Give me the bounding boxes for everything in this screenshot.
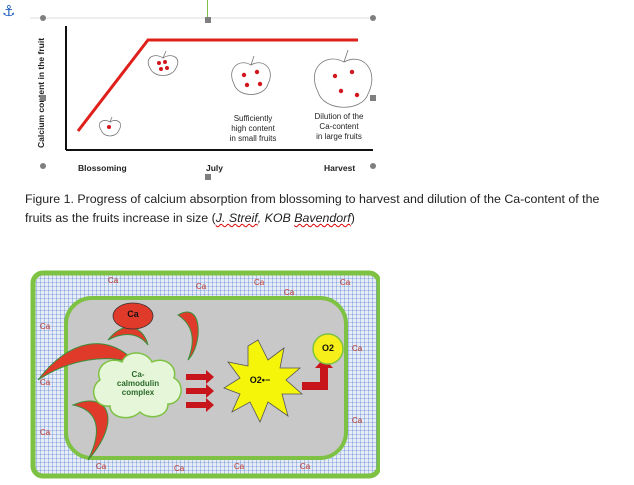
resize-handle-top-right[interactable] xyxy=(370,15,376,21)
medium-apple-icon xyxy=(232,56,271,95)
arrows-to-superoxide xyxy=(186,370,214,412)
ca-label: Ca xyxy=(118,310,148,319)
x-tick-july: July xyxy=(206,163,223,173)
resize-handle-left[interactable] xyxy=(40,95,46,101)
large-apple-icon xyxy=(314,50,372,107)
wall-ca-mark: Ca xyxy=(108,276,118,285)
wall-ca-mark: Ca xyxy=(352,416,362,425)
wall-ca-mark: Ca xyxy=(284,288,294,297)
wall-ca-mark: Ca xyxy=(340,278,350,287)
wall-ca-mark: Ca xyxy=(300,462,310,471)
wall-ca-mark: Ca xyxy=(96,462,106,471)
wall-ca-mark: Ca xyxy=(254,278,264,287)
chart-svg xyxy=(30,8,380,180)
resize-handle-bottom-left[interactable] xyxy=(40,163,46,169)
oxygen-label: O2 xyxy=(318,344,338,353)
wall-ca-mark: Ca xyxy=(40,322,50,331)
cell-svg xyxy=(28,270,380,480)
cell-diagram[interactable]: Ca Ca- calmodulin complex O2•− O2 Ca Ca … xyxy=(28,270,380,480)
wall-ca-mark: Ca xyxy=(196,282,206,291)
x-tick-harvest: Harvest xyxy=(324,163,355,173)
resize-handle-right[interactable] xyxy=(370,95,376,101)
wall-ca-mark: Ca xyxy=(234,462,244,471)
july-apple-icon xyxy=(148,51,178,76)
calcium-chart[interactable]: Calcium content in the fruit Blossoming … xyxy=(30,8,380,180)
caption-place: Bavendorf xyxy=(294,211,350,225)
resize-handle-top-left[interactable] xyxy=(40,15,46,21)
caption-sep: , KOB xyxy=(258,211,295,225)
x-tick-blossoming: Blossoming xyxy=(78,163,127,173)
wall-ca-mark: Ca xyxy=(40,428,50,437)
resize-handle-top[interactable] xyxy=(205,17,211,23)
resize-handle-bottom[interactable] xyxy=(205,174,211,180)
rotate-handle-stem xyxy=(207,0,208,17)
figure-caption: Figure 1. Progress of calcium absorption… xyxy=(25,190,625,228)
annotation-sufficient-content: Sufficiently high content in small fruit… xyxy=(218,114,288,144)
y-axis-label: Calcium content in the fruit xyxy=(36,18,50,148)
calmodulin-complex-label: Ca- calmodulin complex xyxy=(100,370,176,397)
annotation-dilution: Dilution of the Ca-content in large frui… xyxy=(302,112,376,142)
wall-ca-mark: Ca xyxy=(352,344,362,353)
caption-end: ) xyxy=(351,211,355,225)
anchor-icon: ⚓ xyxy=(2,2,15,20)
small-apple-icon xyxy=(99,117,120,136)
superoxide-label: O2•− xyxy=(248,376,272,385)
caption-author: J. Streif xyxy=(216,211,258,225)
wall-ca-mark: Ca xyxy=(40,378,50,387)
resize-handle-bottom-right[interactable] xyxy=(370,163,376,169)
wall-ca-mark: Ca xyxy=(174,464,184,473)
